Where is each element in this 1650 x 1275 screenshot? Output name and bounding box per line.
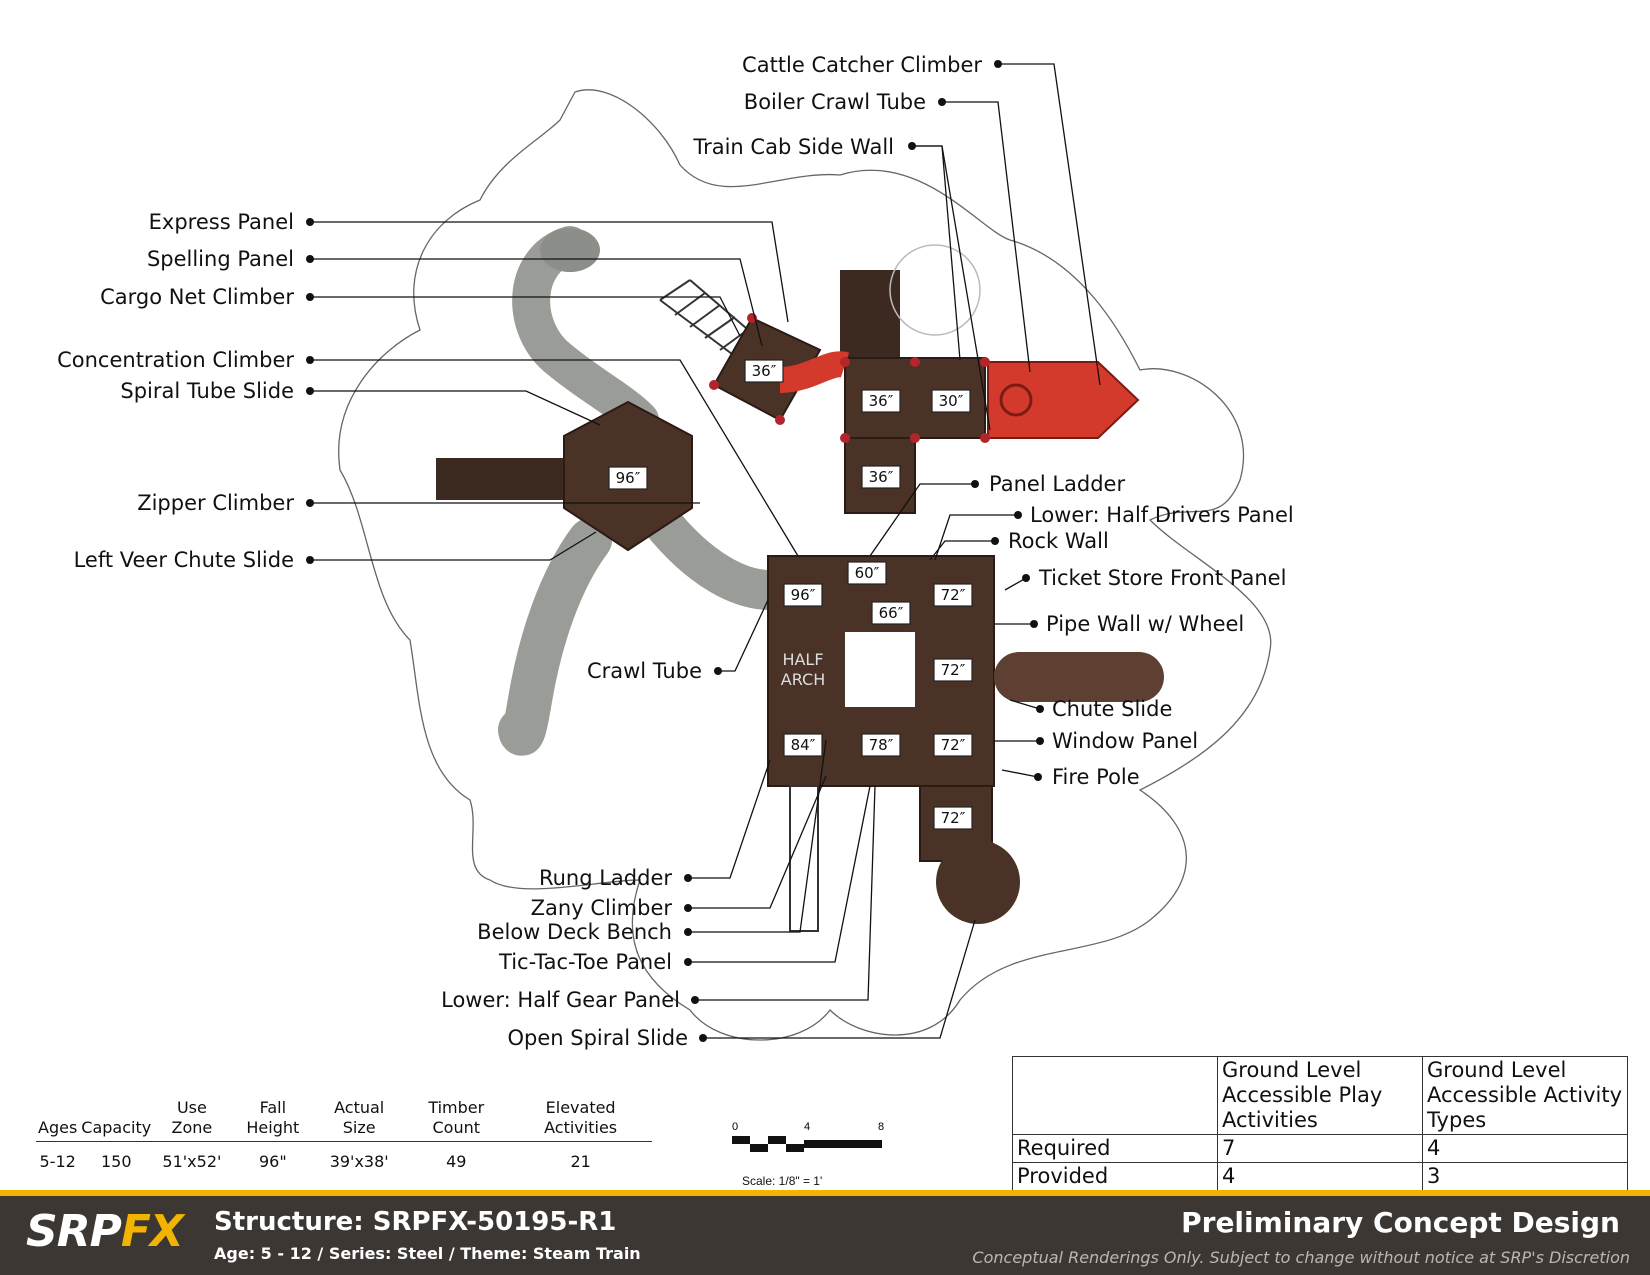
callout-below-deck-bench: Below Deck Bench <box>477 920 672 944</box>
rung-ladder <box>789 785 819 932</box>
spec-header-fall-height: Fall Height <box>230 1098 316 1142</box>
spec-table: Ages Capacity Use Zone Fall Height Actua… <box>36 1098 652 1172</box>
callout-rung-ladder: Rung Ladder <box>539 866 672 890</box>
posts <box>709 313 990 443</box>
dim-train-deck-c: 36″ <box>869 468 894 486</box>
design-stage-label: Preliminary Concept Design <box>1181 1206 1620 1239</box>
dim-main-bm: 78″ <box>869 736 894 754</box>
callout-train-cab-side-wall: Train Cab Side Wall <box>692 135 894 159</box>
access-required-play: 7 <box>1217 1134 1423 1163</box>
dim-main-bl: 84″ <box>791 736 816 754</box>
spec-value-ages: 5-12 <box>39 1152 76 1171</box>
spec-value-use-zone: 51'x52' <box>162 1152 222 1171</box>
half-arch-opening <box>845 632 915 707</box>
callout-rock-wall: Rock Wall <box>1008 529 1109 553</box>
spec-header-use-zone: Use Zone <box>153 1098 231 1142</box>
spec-header-elevated-activities: Elevated Activities <box>509 1098 652 1142</box>
callout-ticket-store-front-panel: Ticket Store Front Panel <box>1038 566 1286 590</box>
callout-tic-tac-toe-panel: Tic-Tac-Toe Panel <box>498 950 672 974</box>
spec-value-timber-count: 49 <box>446 1152 467 1171</box>
access-row-required-label: Required <box>1012 1134 1218 1163</box>
spec-value-capacity: 150 <box>100 1152 132 1171</box>
spiral-tube-slide-entry <box>540 228 600 272</box>
spec-value-fall-height: 96" <box>258 1152 287 1171</box>
callout-cargo-net-climber: Cargo Net Climber <box>100 285 294 309</box>
spec-value-row: 5-12 150 51'x52' 96" 39'x38' 49 21 <box>36 1142 652 1173</box>
callout-lower-half-drivers-panel: Lower: Half Drivers Panel <box>1030 503 1294 527</box>
spec-header-capacity: Capacity <box>79 1098 154 1142</box>
srpfx-logo: SRPFX <box>26 1206 184 1257</box>
callout-window-panel: Window Panel <box>1052 729 1198 753</box>
callout-lower-half-gear-panel: Lower: Half Gear Panel <box>441 988 680 1012</box>
access-row-provided-label: Provided <box>1012 1162 1218 1191</box>
access-provided-types: 3 <box>1422 1162 1628 1191</box>
callout-panel-ladder: Panel Ladder <box>989 472 1125 496</box>
access-provided-play: 4 <box>1217 1162 1423 1191</box>
train-side-tube <box>779 351 850 393</box>
zipper-climber <box>436 458 566 500</box>
dim-cargo-deck: 36″ <box>752 362 777 380</box>
scale-tick-4: 4 <box>804 1121 810 1133</box>
playground-plan: 36″ 36″ 30″ 36″ 96″ 96″ 60″ 66″ 72″ 72″ … <box>57 53 1294 1050</box>
callout-cattle-catcher-climber: Cattle Catcher Climber <box>742 53 982 77</box>
dim-main-r2: 72″ <box>941 661 966 679</box>
spiral-tube-slide <box>512 226 659 439</box>
leader-dots <box>306 60 1044 1042</box>
callout-zany-climber: Zany Climber <box>531 896 673 920</box>
scale-tick-8: 8 <box>878 1121 884 1133</box>
dim-hex-deck: 96″ <box>616 469 641 487</box>
footer-bar: SRPFX Structure: SRPFX-50195-R1 Age: 5 -… <box>0 1190 1650 1275</box>
access-corner-cell <box>1012 1056 1218 1135</box>
callout-spiral-tube-slide: Spiral Tube Slide <box>120 379 294 403</box>
callout-boiler-crawl-tube: Boiler Crawl Tube <box>744 90 926 114</box>
accessibility-table: Ground Level Accessible Play Activities … <box>1012 1056 1628 1191</box>
spec-header-timber-count: Timber Count <box>403 1098 510 1142</box>
callout-crawl-tube: Crawl Tube <box>587 659 702 683</box>
half-arch-label-2: ARCH <box>781 670 825 689</box>
spec-header-row: Ages Capacity Use Zone Fall Height Actua… <box>36 1098 652 1142</box>
callout-fire-pole: Fire Pole <box>1052 765 1140 789</box>
callout-pipe-wall-w-wheel: Pipe Wall w/ Wheel <box>1046 612 1244 636</box>
structure-subtitle: Age: 5 - 12 / Series: Steel / Theme: Ste… <box>214 1244 641 1263</box>
boiler-crawl-tube <box>987 361 1140 439</box>
boiler-wheel-icon <box>999 383 1033 417</box>
access-required-types: 4 <box>1422 1134 1628 1163</box>
scale-caption: Scale: 1/8" = 1' <box>742 1174 823 1188</box>
half-arch-label-1: HALF <box>782 650 823 669</box>
access-header-activity-types: Ground Level Accessible Activity Types <box>1422 1056 1628 1135</box>
leader-lines <box>310 63 1101 1039</box>
use-zone-outline <box>338 89 1272 1041</box>
spec-value-elevated-activities: 21 <box>570 1152 591 1171</box>
spec-header-actual-size: Actual Size <box>315 1098 404 1142</box>
callout-left-veer-chute-slide: Left Veer Chute Slide <box>74 548 294 572</box>
dim-main-mid: 66″ <box>879 604 904 622</box>
spec-header-ages: Ages <box>36 1098 80 1142</box>
dim-train-deck-b: 30″ <box>939 392 964 410</box>
callout-zipper-climber: Zipper Climber <box>137 491 294 515</box>
crawl-tube <box>644 507 772 610</box>
callout-spelling-panel: Spelling Panel <box>147 247 294 271</box>
dim-slide-deck: 72″ <box>941 809 966 827</box>
deck-height-labels: 36″ 36″ 30″ 36″ 96″ 96″ 60″ 66″ 72″ 72″ … <box>608 359 973 830</box>
left-veer-chute-slide <box>498 518 612 756</box>
structure-title: Structure: SRPFX-50195-R1 <box>214 1207 617 1237</box>
access-header-play-activities: Ground Level Accessible Play Activities <box>1217 1056 1423 1135</box>
dim-main-tm: 60″ <box>855 564 880 582</box>
scale-tick-0: 0 <box>732 1121 738 1133</box>
callout-express-panel: Express Panel <box>149 210 294 234</box>
theme-emblem <box>889 244 981 336</box>
dim-main-br: 72″ <box>941 736 966 754</box>
chute-slide <box>994 652 1164 702</box>
spec-value-actual-size: 39'x38' <box>329 1152 389 1171</box>
dim-main-tr: 72″ <box>941 586 966 604</box>
callout-open-spiral-slide: Open Spiral Slide <box>507 1026 688 1050</box>
disclaimer: Conceptual Renderings Only. Subject to c… <box>972 1248 1630 1267</box>
open-spiral-slide <box>936 840 1020 924</box>
scale-bar: 0 4 8 <box>732 1121 884 1152</box>
callout-concentration-climber: Concentration Climber <box>57 348 294 372</box>
dim-main-tl: 96″ <box>791 586 816 604</box>
callout-chute-slide: Chute Slide <box>1052 697 1172 721</box>
dim-train-deck-a: 36″ <box>869 392 894 410</box>
cargo-net-climber <box>659 279 761 361</box>
